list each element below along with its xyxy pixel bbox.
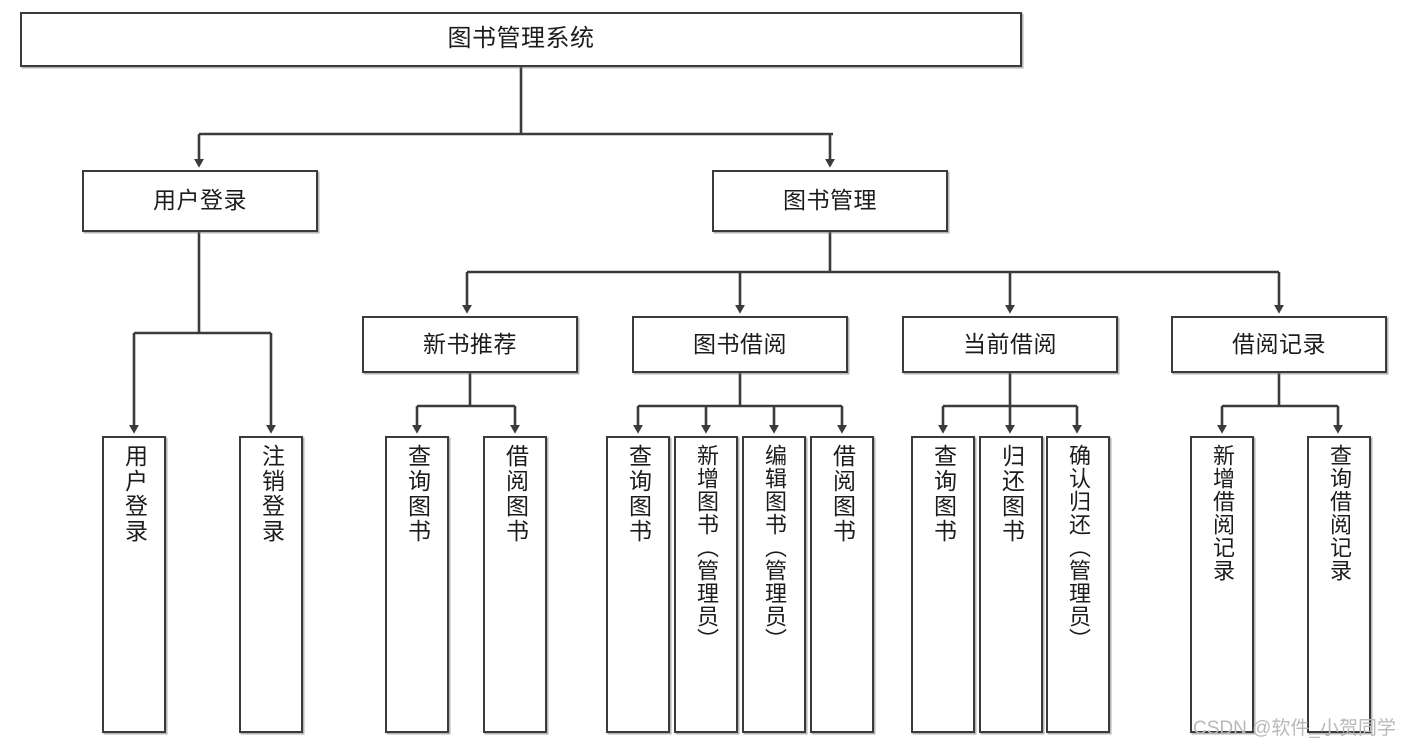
leaf-user-login-logout[interactable]: 注销登录 xyxy=(239,436,303,733)
node-label: 新增图书（管理员） xyxy=(694,444,719,651)
csdn-watermark: CSDN @软件_小贺同学 xyxy=(1193,718,1396,739)
leaf-new-book-query[interactable]: 查询图书 xyxy=(385,436,449,733)
node-label: 图书管理系统 xyxy=(447,25,595,53)
node-label: 图书管理 xyxy=(783,187,877,214)
node-root-system[interactable]: 图书管理系统 xyxy=(20,12,1022,67)
node-book-borrow[interactable]: 图书借阅 xyxy=(632,316,848,373)
leaf-current-borrow-confirm-return[interactable]: 确认归还（管理员） xyxy=(1046,436,1110,733)
node-label: 查询图书 xyxy=(404,444,431,544)
leaf-current-borrow-query[interactable]: 查询图书 xyxy=(911,436,975,733)
node-label: 确认归还（管理员） xyxy=(1066,444,1091,651)
node-label: 借阅图书 xyxy=(829,444,856,544)
node-borrow-record[interactable]: 借阅记录 xyxy=(1171,316,1387,373)
node-label: 当前借阅 xyxy=(963,330,1057,357)
node-label: 归还图书 xyxy=(998,444,1025,544)
leaf-new-book-borrow[interactable]: 借阅图书 xyxy=(483,436,547,733)
node-label: 查询借阅记录 xyxy=(1327,444,1352,582)
leaf-book-borrow-edit[interactable]: 编辑图书（管理员） xyxy=(742,436,806,733)
leaf-book-borrow-borrow[interactable]: 借阅图书 xyxy=(810,436,874,733)
leaf-book-borrow-query[interactable]: 查询图书 xyxy=(606,436,670,733)
leaf-borrow-record-add[interactable]: 新增借阅记录 xyxy=(1190,436,1254,733)
node-book-management[interactable]: 图书管理 xyxy=(712,170,948,232)
node-label: 新增借阅记录 xyxy=(1210,444,1235,582)
node-current-borrow[interactable]: 当前借阅 xyxy=(902,316,1118,373)
leaf-book-borrow-add[interactable]: 新增图书（管理员） xyxy=(674,436,738,733)
leaf-user-login-login[interactable]: 用户登录 xyxy=(102,436,166,733)
node-label: 查询图书 xyxy=(625,444,652,544)
node-label: 新书推荐 xyxy=(423,330,517,357)
node-label: 用户登录 xyxy=(153,187,247,214)
leaf-borrow-record-query[interactable]: 查询借阅记录 xyxy=(1307,436,1371,733)
node-label: 借阅记录 xyxy=(1232,330,1326,357)
node-new-book-recommend[interactable]: 新书推荐 xyxy=(362,316,578,373)
node-label: 查询图书 xyxy=(930,444,957,544)
node-label: 用户登录 xyxy=(121,444,148,544)
node-user-login[interactable]: 用户登录 xyxy=(82,170,318,232)
node-label: 编辑图书（管理员） xyxy=(762,444,787,651)
node-label: 借阅图书 xyxy=(502,444,529,544)
node-label: 图书借阅 xyxy=(693,330,787,357)
node-label: 注销登录 xyxy=(258,444,285,544)
leaf-current-borrow-return[interactable]: 归还图书 xyxy=(979,436,1043,733)
